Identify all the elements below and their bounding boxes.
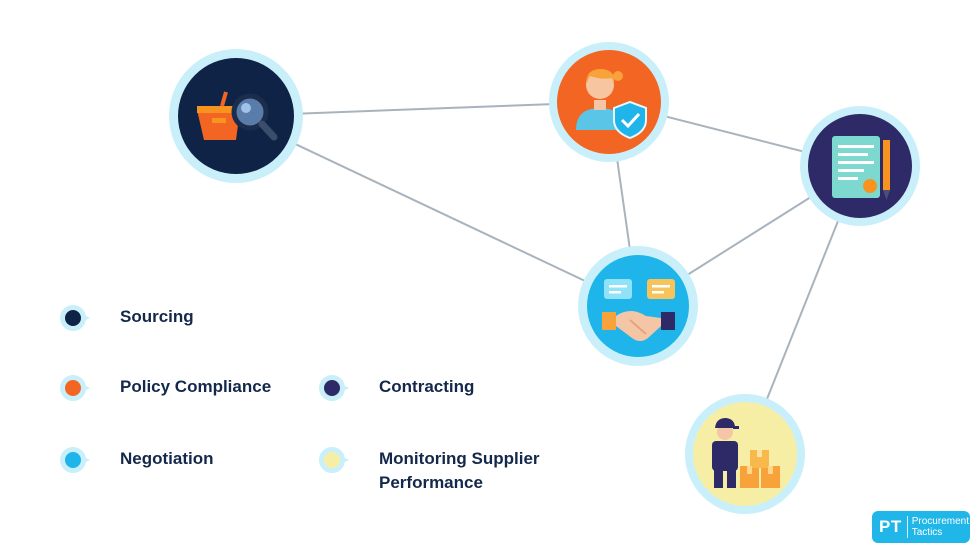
legend-item-sourcing: Sourcing <box>60 305 194 331</box>
legend-dot-contracting <box>319 375 349 401</box>
legend-label-sourcing: Sourcing <box>120 307 194 326</box>
legend-label-monitoring: Monitoring Supplier Performance <box>379 449 540 492</box>
brand-initials: PT <box>879 517 902 536</box>
person-shield-icon <box>576 68 647 140</box>
handshake-chat-icon <box>602 279 675 341</box>
node-contracting <box>800 106 920 226</box>
legend-dot-sourcing <box>60 305 90 331</box>
legend-dot-negotiation <box>60 447 90 473</box>
legend-dot-monitoring <box>319 447 349 473</box>
procurement-tactics-logo: PT Procurement Tactics <box>872 511 970 543</box>
node-fill <box>693 402 797 506</box>
connector-sourcing-negotiation <box>235 115 639 307</box>
node-fill <box>557 50 661 154</box>
node-negotiation <box>578 246 698 366</box>
legend-label-policy-compliance: Policy Compliance <box>120 377 272 396</box>
legend-item-negotiation: Negotiation <box>60 447 214 473</box>
brand-separator <box>906 516 908 538</box>
worker-boxes-icon <box>712 418 780 488</box>
contract-pen-icon <box>832 136 890 200</box>
node-fill <box>587 255 689 357</box>
node-sourcing <box>169 49 303 183</box>
legend-item-contracting: Contracting <box>319 375 474 401</box>
legend-item-monitoring: Monitoring Supplier Performance <box>319 447 540 495</box>
legend-label-negotiation: Negotiation <box>120 449 214 468</box>
basket-magnifier-icon <box>197 91 278 141</box>
node-policy-compliance <box>549 42 669 162</box>
legend-dot-policy-compliance <box>60 375 90 401</box>
brand-name: Procurement Tactics <box>911 516 969 538</box>
legend-item-policy-compliance: Policy Compliance <box>60 375 271 401</box>
legend-label-contracting: Contracting <box>379 377 475 396</box>
node-monitoring <box>685 394 805 514</box>
